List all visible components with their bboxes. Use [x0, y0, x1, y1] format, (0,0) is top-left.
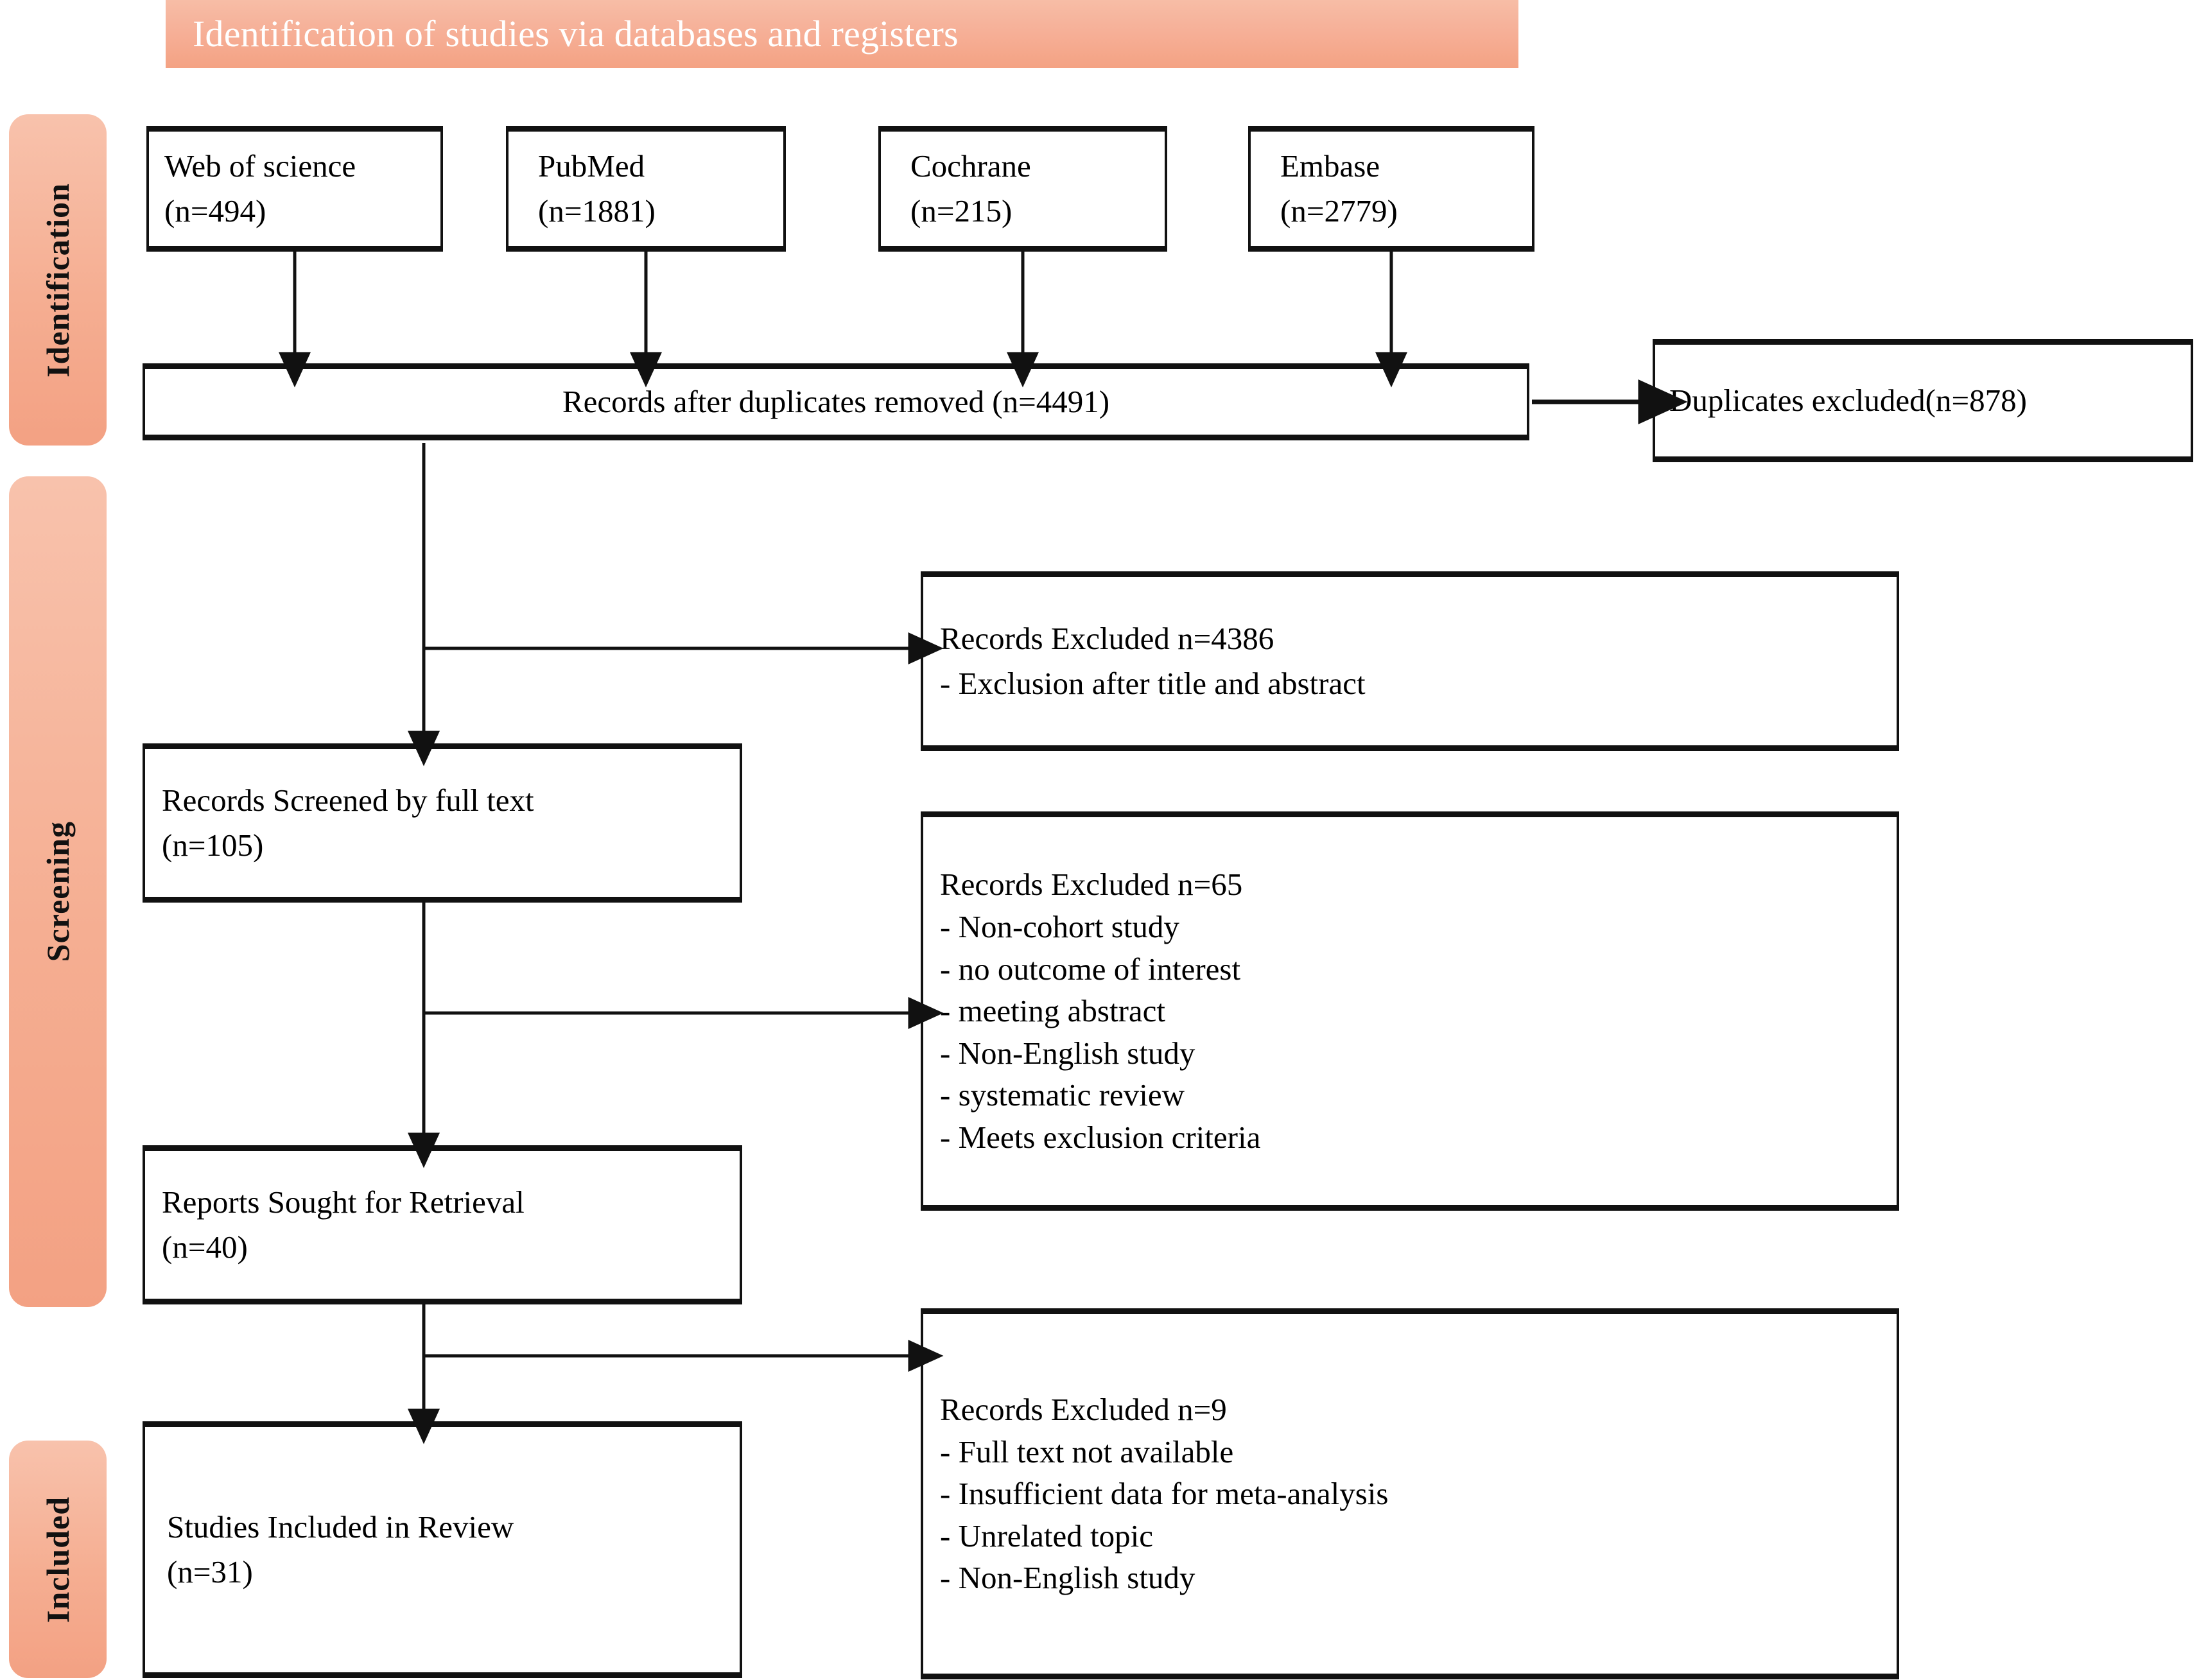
source-count: (n=215): [910, 193, 1013, 229]
source-count: (n=494): [164, 193, 266, 229]
reports-sought-count: (n=40): [162, 1229, 248, 1265]
excluded-heading: Records Excluded n=65: [940, 867, 1243, 903]
source-box-web-of-science: Web of science (n=494): [146, 126, 443, 252]
source-box-embase: Embase (n=2779): [1248, 126, 1534, 252]
source-to-dedupe-arrows: [279, 252, 1407, 388]
excluded-reason: - Meets exclusion criteria: [940, 1120, 1261, 1156]
source-box-pubmed: PubMed (n=1881): [506, 126, 786, 252]
records-excluded-box-1: Records Excluded n=4386 - Exclusion afte…: [921, 571, 1899, 751]
records-screened-box: Records Screened by full text (n=105): [143, 743, 742, 903]
excluded-reason: - no outcome of interest: [940, 951, 1241, 987]
source-name: PubMed: [538, 148, 645, 184]
stage-pill-included: Included: [9, 1441, 107, 1678]
source-count: (n=2779): [1280, 193, 1398, 229]
excluded-heading: Records Excluded n=9: [940, 1391, 1227, 1427]
excluded-reason: - Non-English study: [940, 1035, 1195, 1071]
stage-label-included: Included: [40, 1496, 76, 1623]
banner-title: Identification of studies via databases …: [193, 13, 959, 55]
source-count: (n=1881): [538, 193, 656, 229]
duplicates-excluded-box: Duplicates excluded(n=878): [1653, 339, 2193, 462]
source-name: Embase: [1280, 148, 1380, 184]
source-box-cochrane: Cochrane (n=215): [878, 126, 1167, 252]
excluded-reason: - Non-English study: [940, 1560, 1195, 1596]
excluded-reason: - Exclusion after title and abstract: [940, 666, 1366, 701]
excluded-reason: - Non-cohort study: [940, 908, 1179, 944]
records-excluded-box-3: Records Excluded n=9 - Full text not ava…: [921, 1308, 1899, 1679]
excluded-reason: - Unrelated topic: [940, 1518, 1153, 1554]
studies-included-count: (n=31): [167, 1554, 253, 1589]
records-after-duplicates-label: Records after duplicates removed (n=4491…: [562, 384, 1110, 420]
excluded-heading: Records Excluded n=4386: [940, 621, 1274, 657]
records-excluded-box-2: Records Excluded n=65 - Non-cohort study…: [921, 811, 1899, 1211]
header-banner: Identification of studies via databases …: [166, 0, 1518, 68]
records-screened-label: Records Screened by full text: [162, 783, 534, 818]
studies-included-label: Studies Included in Review: [167, 1509, 514, 1545]
stage-pill-screening: Screening: [9, 476, 107, 1307]
records-after-duplicates-box: Records after duplicates removed (n=4491…: [143, 363, 1529, 440]
excluded-reason: - Full text not available: [940, 1433, 1234, 1469]
excluded-reason: - Insufficient data for meta-analysis: [940, 1476, 1389, 1512]
excluded-reason: - systematic review: [940, 1077, 1185, 1113]
excluded-reason: - meeting abstract: [940, 993, 1166, 1029]
reports-sought-label: Reports Sought for Retrieval: [162, 1184, 525, 1220]
studies-included-box: Studies Included in Review (n=31): [143, 1421, 742, 1678]
stage-label-identification: Identification: [40, 182, 76, 377]
stage-pill-identification: Identification: [9, 114, 107, 446]
source-name: Cochrane: [910, 148, 1031, 184]
stage-label-screening: Screening: [40, 821, 76, 962]
reports-sought-box: Reports Sought for Retrieval (n=40): [143, 1145, 742, 1304]
duplicates-excluded-label: Duplicates excluded(n=878): [1669, 383, 2027, 419]
source-name: Web of science: [164, 148, 356, 184]
records-screened-count: (n=105): [162, 827, 264, 863]
